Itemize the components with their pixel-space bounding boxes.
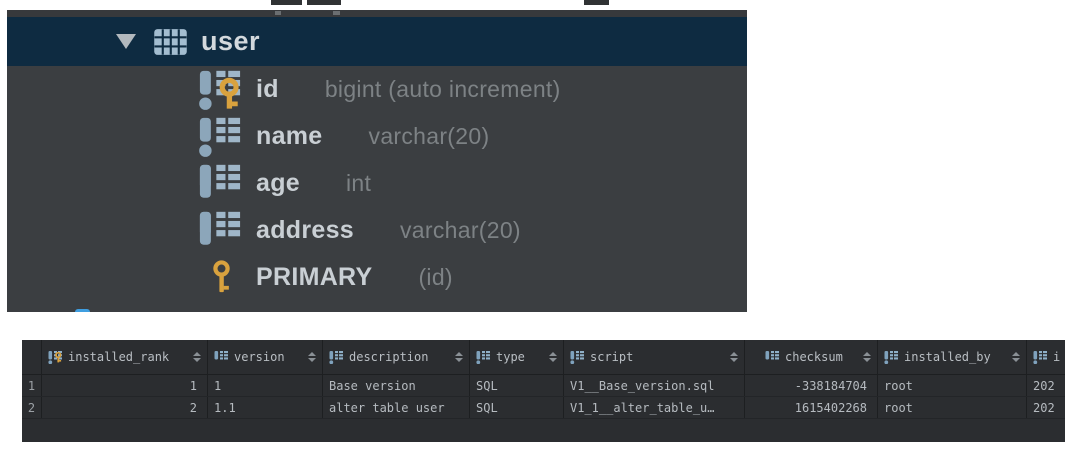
table-row: 1 1 1 Base version SQL V1__Base_version.…: [22, 375, 1065, 397]
column-notnull-icon: [570, 351, 584, 364]
column-notnull-icon: [329, 351, 343, 364]
column-name-label: id: [256, 75, 279, 103]
cropped-text-remnant: [584, 0, 609, 5]
header-installed-rank[interactable]: installed_rank: [42, 340, 208, 374]
cell-version[interactable]: 1.1: [208, 397, 323, 418]
sort-icon[interactable]: [451, 352, 463, 362]
data-grid-panel: installed_rank version description type …: [22, 340, 1065, 442]
cell-checksum[interactable]: -338184704: [745, 375, 878, 396]
cell-checksum[interactable]: 1615402268: [745, 397, 878, 418]
cell-script[interactable]: V1_1__alter_table_u…: [564, 397, 745, 418]
header-script[interactable]: script: [564, 340, 745, 374]
tree-node-column-address[interactable]: address varchar(20): [7, 207, 747, 254]
database-tree-panel: user id bigint (auto increment) name var…: [7, 10, 747, 312]
sort-icon[interactable]: [859, 352, 871, 362]
column-name-label: address: [256, 216, 354, 244]
header-label: i: [1053, 350, 1061, 364]
column-icon: [199, 164, 241, 198]
header-checksum[interactable]: checksum: [745, 340, 878, 374]
tree-node-user-table[interactable]: user: [7, 17, 747, 66]
column-icon: [765, 351, 779, 360]
cell-description[interactable]: alter table user: [323, 397, 470, 418]
header-label: description: [349, 350, 429, 364]
cropped-text-remnant: [271, 0, 302, 5]
tree-node-column-name[interactable]: name varchar(20): [7, 113, 747, 160]
header-installed-by[interactable]: installed_by: [878, 340, 1027, 374]
sort-icon[interactable]: [304, 352, 316, 362]
header-version[interactable]: version: [208, 340, 323, 374]
column-icon: [214, 351, 228, 360]
row-number[interactable]: 2: [22, 397, 42, 418]
key-icon: [212, 259, 230, 292]
column-pk-icon: [199, 70, 242, 111]
header-label: installed_rank: [68, 350, 170, 364]
cell-type[interactable]: SQL: [470, 375, 564, 396]
column-type-label: bigint (auto increment): [324, 76, 561, 102]
cell-description[interactable]: Base version: [323, 375, 470, 396]
cropped-text-remnant: [307, 0, 341, 5]
sort-icon[interactable]: [545, 352, 557, 362]
sort-icon[interactable]: [726, 352, 738, 362]
column-notnull-icon: [884, 351, 898, 364]
tree-children: id bigint (auto increment) name varchar(…: [7, 66, 747, 301]
column-type-label: varchar(20): [400, 217, 521, 243]
table-name-label: user: [201, 26, 261, 56]
header-description[interactable]: description: [323, 340, 470, 374]
table-icon: [154, 28, 187, 55]
row-number[interactable]: 1: [22, 375, 42, 396]
tree-node-column-id[interactable]: id bigint (auto increment): [7, 66, 747, 113]
column-type-label: varchar(20): [368, 123, 490, 149]
cropped-text-remnant: [333, 11, 340, 15]
expand-collapse-arrow-icon[interactable]: [116, 34, 136, 49]
cropped-blue-icon: [75, 309, 90, 312]
column-notnull-icon: [476, 351, 490, 364]
sort-icon[interactable]: [1008, 352, 1020, 362]
header-label: installed_by: [904, 350, 991, 364]
cell-script[interactable]: V1__Base_version.sql: [564, 375, 745, 396]
table-row: 2 2 1.1 alter table user SQL V1_1__alter…: [22, 397, 1065, 419]
cell-type[interactable]: SQL: [470, 397, 564, 418]
sort-icon[interactable]: [189, 352, 201, 362]
header-truncated[interactable]: i: [1027, 340, 1065, 374]
cell-installed-rank[interactable]: 2: [42, 397, 208, 418]
header-label: checksum: [785, 350, 843, 364]
column-notnull-icon: [199, 117, 241, 157]
header-label: script: [590, 350, 634, 364]
tree-node-primary-key[interactable]: PRIMARY (id): [7, 254, 747, 301]
key-columns-label: (id): [418, 264, 453, 290]
key-name-label: PRIMARY: [256, 263, 373, 291]
column-name-label: name: [256, 122, 323, 150]
header-label: type: [496, 350, 525, 364]
cropped-row-strip: [7, 10, 747, 17]
column-pk-icon: [48, 351, 62, 364]
column-name-label: age: [256, 169, 300, 197]
cell-version[interactable]: 1: [208, 375, 323, 396]
grid-header-row: installed_rank version description type …: [22, 340, 1065, 375]
gutter-header-corner[interactable]: [22, 340, 42, 374]
column-icon: [199, 211, 241, 245]
header-type[interactable]: type: [470, 340, 564, 374]
cell-truncated[interactable]: 202: [1033, 400, 1055, 415]
cell-truncated[interactable]: 202: [1033, 378, 1055, 393]
column-type-label: int: [345, 170, 372, 196]
tree-node-column-age[interactable]: age int: [7, 160, 747, 207]
cell-installed-rank[interactable]: 1: [42, 375, 208, 396]
header-label: version: [234, 350, 285, 364]
cell-installed-by[interactable]: root: [878, 375, 1027, 396]
cell-installed-by[interactable]: root: [878, 397, 1027, 418]
column-notnull-icon: [1033, 351, 1047, 364]
cropped-text-remnant: [275, 11, 281, 15]
